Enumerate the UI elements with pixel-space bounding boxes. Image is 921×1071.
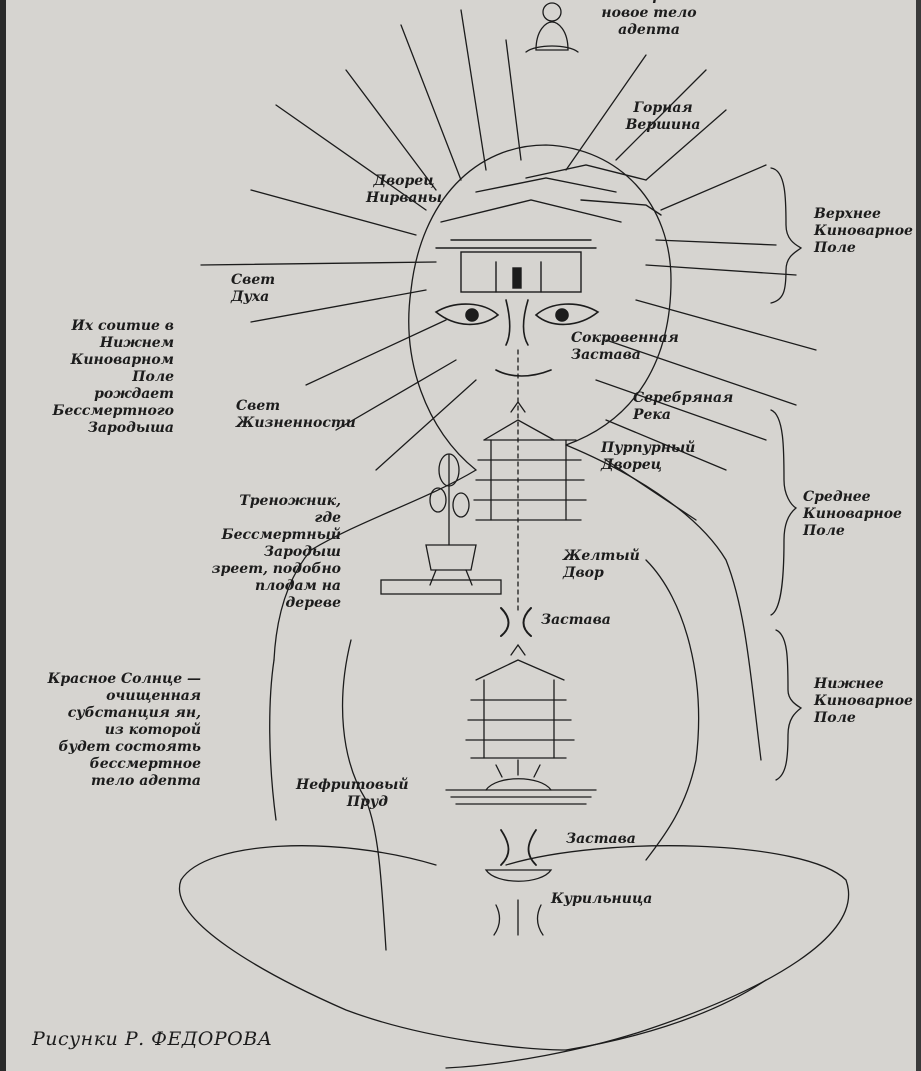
- label-censer: Курильница: [551, 891, 652, 908]
- legs-outline: [179, 846, 566, 1050]
- label-lower-field: Нижнее Киноварное Поле: [814, 676, 913, 727]
- nirvana-palace-drawing: [436, 165, 661, 292]
- label-jade-pond: Нефритовый Пруд: [296, 777, 388, 811]
- tripod-drawing: [381, 454, 501, 594]
- gate-drawing: [501, 608, 531, 636]
- label-purple-palace: Пурпурный Дворец: [601, 440, 695, 474]
- label-new-body: Бессмертное новое тело адепта: [574, 0, 724, 39]
- light-rays: [201, 10, 816, 520]
- purple-palace-pagoda: [474, 402, 586, 520]
- head-outline: [409, 145, 671, 470]
- inner-alchemy-figure: [6, 0, 921, 1071]
- label-silver-river: Серебряная Река: [633, 390, 733, 424]
- censer-drawing: [486, 830, 551, 935]
- lower-field-bracket: [776, 630, 801, 780]
- label-nirvana-palace: Дворец Нирваны: [364, 173, 444, 207]
- label-gate-2: Застава: [566, 831, 636, 848]
- lower-pagoda: [466, 645, 574, 758]
- label-vitality-light: Свет Жизненности: [236, 398, 356, 432]
- label-tripod: Треножник, где Бессмертный Зародыш зреет…: [211, 493, 341, 612]
- jade-pond-drawing: [446, 760, 596, 804]
- label-spirit-light: Свет Духа: [231, 272, 275, 306]
- illustration-credit: Рисунки Р. ФЕДОРОВА: [32, 1028, 273, 1050]
- upper-field-bracket: [771, 168, 801, 303]
- middle-field-bracket: [771, 410, 796, 615]
- label-hidden-gate: Сокровенная Застава: [571, 330, 679, 364]
- label-union: Их соитие в Нижнем Киноварном Поле рожда…: [46, 318, 174, 437]
- label-red-sun: Красное Солнце — очищенная субстанция ян…: [36, 671, 201, 790]
- label-middle-field: Среднее Киноварное Поле: [803, 489, 902, 540]
- label-mountain-peak: Горная Вершина: [618, 100, 708, 134]
- label-gate-1: Застава: [541, 612, 611, 629]
- label-yellow-court: Желтый Двор: [563, 548, 640, 582]
- adept-figure: [526, 3, 578, 52]
- label-upper-field: Верхнее Киноварное Поле: [814, 206, 913, 257]
